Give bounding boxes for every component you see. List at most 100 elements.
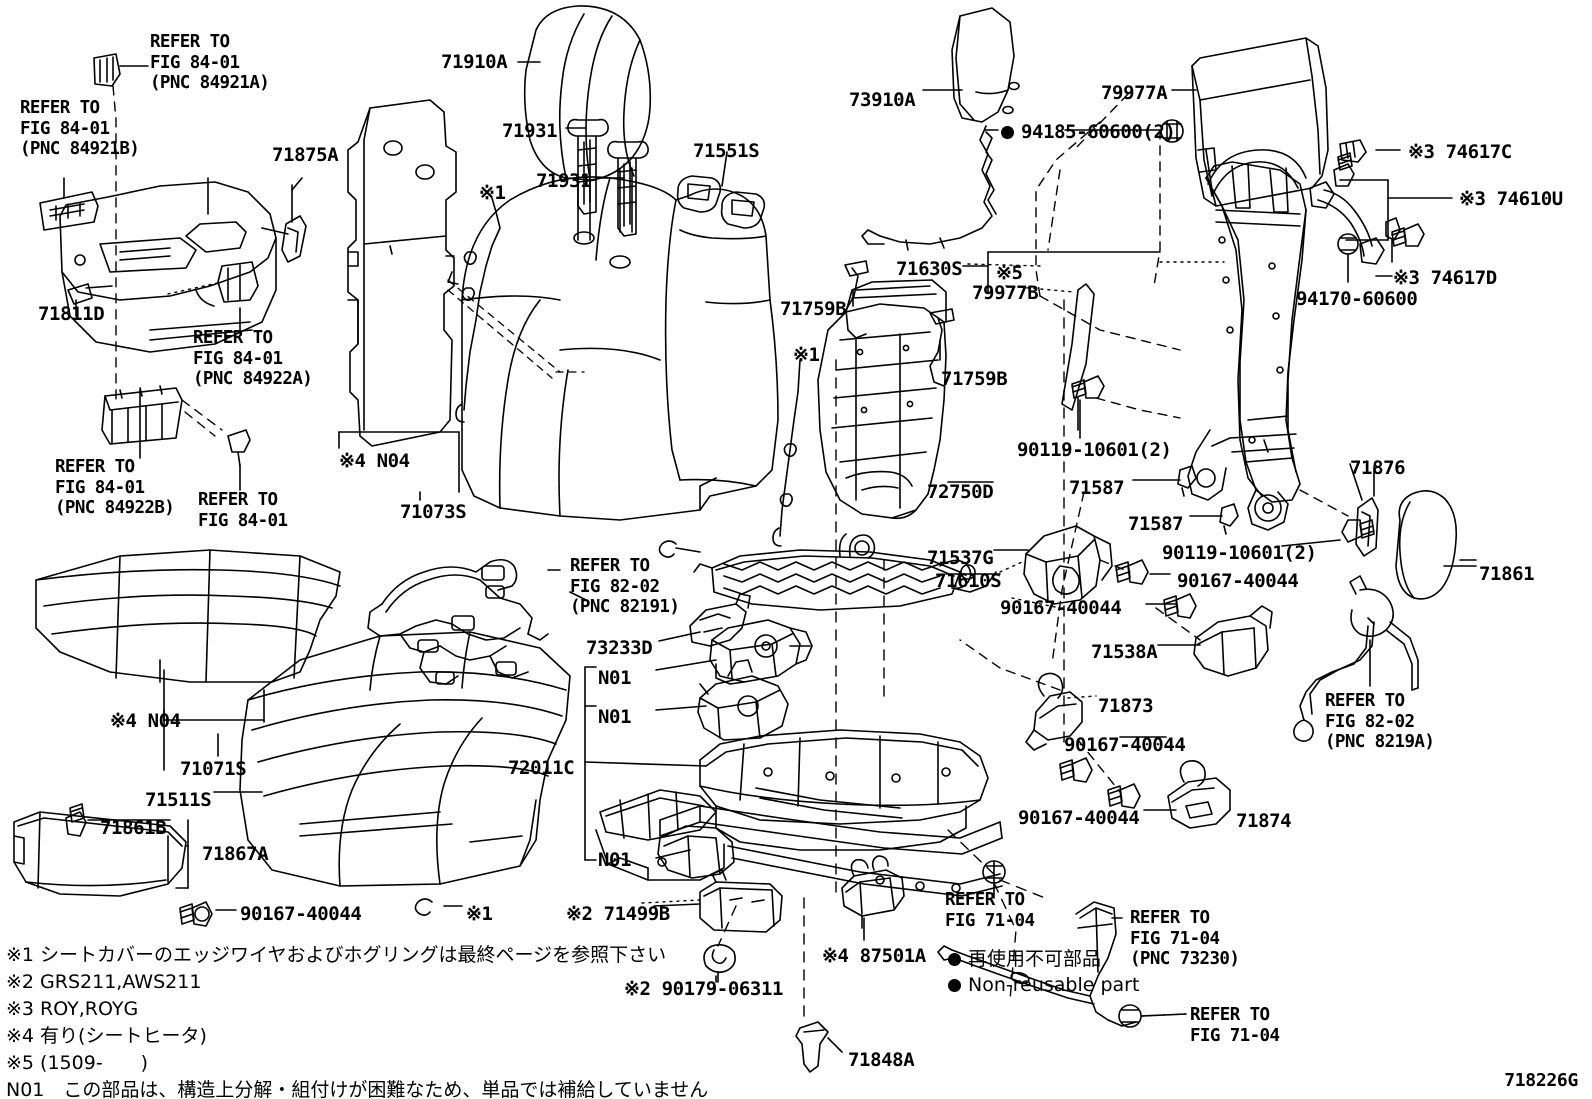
label-part-94185: 94185-60600(2) — [1001, 121, 1176, 143]
footnote-6: N01 この部品は、構造上分解・組付けが困難なため、単品では補給していません — [6, 1079, 709, 1099]
label-part-73910a: 73910A — [849, 89, 916, 111]
label-text: (PNC 84922A) — [193, 369, 313, 390]
label-text: 71931 — [502, 120, 558, 142]
label-text: ※4 N04 — [110, 710, 181, 732]
label-text: (PNC 8219A) — [1325, 732, 1435, 753]
label-text: 73910A — [849, 89, 916, 111]
label-part-72750d: 72750D — [927, 481, 994, 503]
label-part-71538a: 71538A — [1091, 641, 1158, 663]
label-text: REFER TO — [193, 328, 273, 348]
label-text: 90119-10601(2) — [1017, 439, 1172, 461]
label-text: REFER TO — [55, 457, 135, 477]
label-part-79977a: 79977A — [1101, 82, 1168, 104]
label-text: REFER TO — [150, 32, 230, 52]
label-text: 71630S — [896, 258, 963, 280]
label-text: 90167-40044 — [1177, 570, 1299, 592]
label-part-90167-1: 90167-40044 — [1177, 570, 1299, 592]
label-text: ※1 — [793, 344, 820, 366]
label-mark-x1-c: ※1 — [466, 903, 493, 925]
label-part-71587-2: 71587 — [1128, 513, 1184, 535]
label-text: 90167-40044 — [1064, 734, 1186, 756]
label-text: ※2 71499B — [566, 903, 670, 925]
label-text: N01 — [598, 849, 632, 871]
label-text: 71538A — [1091, 641, 1158, 663]
label-text: 71551S — [693, 140, 760, 162]
label-part-71867a: 71867A — [202, 843, 269, 865]
label-part-90179: ※2 90179-06311 — [624, 978, 783, 1000]
label-part-71610s: 71610S — [935, 570, 1002, 592]
label-text: 71873 — [1098, 695, 1154, 717]
label-mark-x4-n04-b: ※4 N04 — [110, 710, 181, 732]
label-text: ※3 74617C — [1408, 141, 1512, 163]
label-text: 72750D — [927, 481, 994, 503]
label-text: 71071S — [180, 758, 247, 780]
label-text: (PNC 84921A) — [150, 73, 270, 94]
label-text: 71848A — [848, 1049, 915, 1071]
label-part-74610u: ※3 74610U — [1459, 188, 1563, 210]
label-text: FIG 84-01 — [198, 510, 288, 531]
label-text: 71910A — [441, 51, 508, 73]
label-text: 71759B — [780, 298, 847, 320]
label-part-71537g: 71537G — [927, 547, 994, 569]
label-text: 79977A — [1101, 82, 1168, 104]
label-text: FIG 82-02 — [570, 576, 660, 597]
label-text: REFER TO — [570, 556, 650, 576]
label-text: 79977B — [972, 282, 1039, 304]
label-part-90167-5: 90167-40044 — [240, 903, 362, 925]
label-text: 71867A — [202, 843, 269, 865]
filled-circle-icon — [948, 979, 961, 992]
label-part-71875a: 71875A — [272, 144, 339, 166]
filled-circle-icon — [1001, 126, 1014, 139]
label-text: ※4 N04 — [339, 450, 410, 472]
label-text: 71811D — [38, 303, 105, 325]
label-part-71587-1: 71587 — [1069, 477, 1125, 499]
label-text: FIG 71-04 — [1190, 1025, 1280, 1046]
label-part-73233d: 73233D — [586, 637, 653, 659]
label-text: 73233D — [586, 637, 653, 659]
label-part-90119-1: 90119-10601(2) — [1017, 439, 1172, 461]
label-text: 71861 — [1479, 563, 1535, 585]
label-part-71511s: 71511S — [145, 789, 212, 811]
label-mark-x4-n04-a: ※4 N04 — [339, 450, 410, 472]
footnote-5: ※5 (1509- ) — [6, 1052, 149, 1074]
label-text: (PNC 84922B) — [55, 498, 175, 519]
footnote-4: ※4 有り(シートヒータ) — [6, 1025, 207, 1047]
label-text: ※1 — [466, 903, 493, 925]
label-part-72011c: 72011C — [508, 757, 575, 779]
label-part-74617d: ※3 74617D — [1393, 267, 1497, 289]
footnote-1: ※1 シートカバーのエッジワイヤおよびホグリングは最終ページを参照下さい — [6, 944, 667, 966]
label-mark-x1-b: ※1 — [793, 344, 820, 366]
label-text: N01 — [598, 706, 632, 728]
label-text: REFER TO — [945, 890, 1025, 910]
label-part-71759b-1: 71759B — [780, 298, 847, 320]
label-part-71873: 71873 — [1098, 695, 1154, 717]
label-text: 71587 — [1069, 477, 1125, 499]
label-text: FIG 84-01 — [193, 348, 283, 369]
footnote-3: ※3 ROY,ROYG — [6, 998, 139, 1020]
label-text: 94170-60600 — [1296, 288, 1418, 310]
label-part-87501a: ※4 87501A — [822, 945, 926, 967]
label-part-79977b: 79977B — [972, 282, 1039, 304]
label-text: 90167-40044 — [240, 903, 362, 925]
label-text: 71073S — [400, 501, 467, 523]
legend-nonreusable-en: Non-reusable part — [948, 974, 1139, 996]
label-part-71848a: 71848A — [848, 1049, 915, 1071]
label-text: FIG 71-04 — [945, 910, 1035, 931]
label-text: REFER TO — [1325, 691, 1405, 711]
label-text: (PNC 82191) — [570, 597, 680, 618]
label-text: ※1 — [479, 182, 506, 204]
label-text: 71861B — [100, 817, 167, 839]
label-text: 71875A — [272, 144, 339, 166]
label-text: 71876 — [1350, 457, 1406, 479]
label-part-74617c: ※3 74617C — [1408, 141, 1512, 163]
label-part-71551s: 71551S — [693, 140, 760, 162]
label-part-n01-1: N01 — [598, 667, 632, 689]
label-part-71931-1: 71931 — [502, 120, 558, 142]
sheet-code: 718226G — [1504, 1070, 1578, 1091]
